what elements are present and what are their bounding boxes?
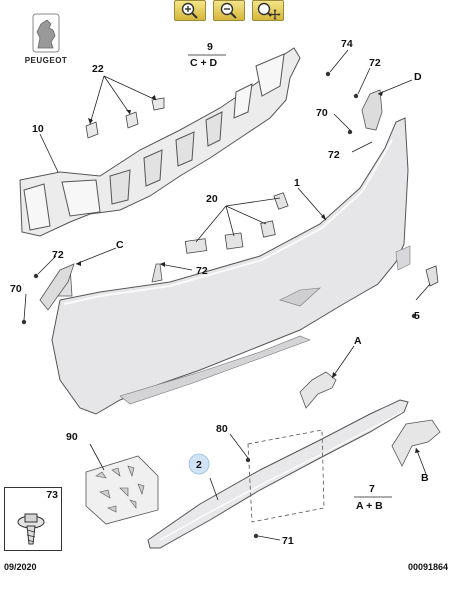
callout-72c: 72 (196, 265, 208, 277)
callout-72b: 72 (328, 149, 340, 161)
zoom-in-button[interactable] (174, 0, 206, 21)
screw-icon (17, 513, 45, 545)
retaining-clips[interactable] (184, 192, 289, 254)
callout-1: 1 (294, 177, 300, 189)
label-d: D (414, 71, 422, 83)
zoom-pan-button[interactable] (252, 0, 284, 21)
fastener-zone (247, 429, 325, 523)
leader-lines (23, 49, 431, 541)
side-bracket-left[interactable] (39, 263, 75, 311)
screw-inset[interactable]: 73 (4, 487, 62, 551)
callout-7-sub: A + B (356, 500, 383, 512)
leader-arrows (76, 91, 420, 453)
lion-icon (32, 13, 60, 53)
zoom-pan-icon (257, 2, 281, 20)
zoom-toolbar (174, 0, 284, 21)
lower-bumper-trim[interactable] (147, 399, 409, 549)
callout-80: 80 (216, 423, 228, 435)
footer-date: 09/2020 (4, 562, 37, 572)
callout-9: 9 (207, 41, 213, 53)
rear-bumper-cover[interactable] (51, 117, 411, 415)
callout-71: 71 (282, 535, 294, 547)
zoom-in-icon (181, 2, 198, 19)
highlight-marker (188, 453, 210, 475)
label-b: B (421, 472, 429, 484)
callout-73: 73 (46, 489, 58, 501)
brand-name: PEUGEOT (24, 56, 68, 65)
callout-74: 74 (341, 38, 353, 50)
callout-90: 90 (66, 431, 78, 443)
rear-bumper-reinforcement[interactable] (19, 47, 301, 237)
callout-20: 20 (206, 193, 218, 205)
peugeot-logo: PEUGEOT (14, 12, 78, 72)
label-c: C (116, 239, 124, 251)
trim-end-bracket[interactable] (391, 419, 441, 467)
callout-7: 7 (369, 483, 375, 495)
screw-points (21, 71, 417, 539)
callout-70b: 70 (10, 283, 22, 295)
callout-72d: 72 (52, 249, 64, 261)
clip-kit[interactable] (85, 455, 159, 525)
footer-reference: 00091864 (407, 562, 448, 572)
zoom-out-button[interactable] (213, 0, 245, 21)
callout-22: 22 (92, 63, 104, 75)
callout-5: 5 (414, 310, 420, 322)
callout-10: 10 (32, 123, 44, 135)
label-a: A (354, 335, 362, 347)
callout-70a: 70 (316, 107, 328, 119)
rear-bracket[interactable] (425, 265, 439, 287)
callout-72a: 72 (369, 57, 381, 69)
zoom-out-icon (220, 2, 237, 19)
side-bracket-right[interactable] (361, 89, 383, 131)
diffuser-bracket[interactable] (299, 371, 337, 409)
callout-2: 2 (196, 459, 202, 471)
fastener-clips[interactable] (85, 97, 165, 139)
callout-9-sub: C + D (190, 57, 218, 69)
